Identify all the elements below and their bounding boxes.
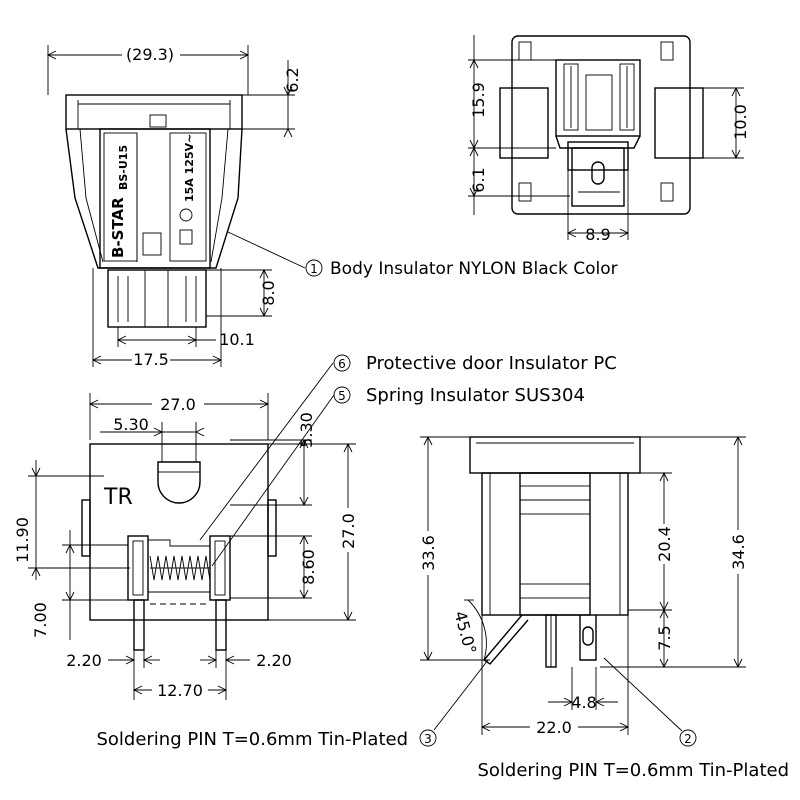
model-label: BS-U15 [117, 145, 130, 190]
dim-side-height: 10.0 [731, 104, 750, 140]
callout-5-number: 5 [338, 389, 346, 403]
dim-side-total-height: 34.6 [729, 534, 748, 570]
dim-lower-height: 6.1 [469, 167, 488, 192]
callout-1-text: Body Insulator NYLON Black Color [330, 259, 618, 279]
dim-pin-left: 2.20 [66, 651, 102, 670]
dim-side-lower-height: 7.5 [655, 625, 674, 650]
outer-frame [511, 35, 691, 215]
callout-1-number: 1 [310, 262, 318, 276]
dim-spring-height: 8.60 [299, 549, 318, 585]
dim-pin-offset: 7.00 [31, 602, 50, 638]
tr-mark: TR [103, 485, 133, 510]
front-body [89, 443, 269, 621]
ul-mark-icon [179, 229, 193, 245]
dim-door-height: 5.30 [297, 412, 316, 448]
dim-side-pin-width: 4.8 [571, 693, 596, 712]
callout-2-text: Soldering PIN T=0.6mm Tin-Plated [477, 760, 789, 781]
callout-3-text: Soldering PIN T=0.6mm Tin-Plated [96, 729, 408, 750]
dim-front-width: 27.0 [160, 395, 196, 414]
callout-6: 6 Protective door Insulator PC [199, 353, 617, 541]
top-right-view: 15.9 6.1 10.0 8.9 [468, 35, 750, 244]
dim-left-height: 11.90 [13, 517, 32, 563]
rating-label: 15A 125V~ [183, 134, 196, 202]
brand-label: B-STAR [109, 197, 127, 258]
callout-2-number: 2 [684, 732, 692, 746]
dim-side-base-width: 22.0 [536, 718, 572, 737]
callout-1: 1 Body Insulator NYLON Black Color [227, 231, 618, 279]
dim-door-width: 5.30 [113, 415, 149, 434]
certification-mark-icon [179, 208, 193, 222]
dim-side-upper-height: 20.4 [655, 526, 674, 562]
side-top-cap [469, 436, 641, 474]
body-outline [65, 128, 243, 269]
dim-base-width: 17.5 [133, 350, 169, 369]
front-view: 27.0 5.30 TR 5.30 [13, 393, 358, 700]
top-left-view: (29.3) B-STAR BS-U15 15A 125V~ [46, 45, 302, 369]
dim-side-body-height: 33.6 [419, 535, 438, 571]
dim-pin-span: 12.70 [157, 681, 203, 700]
callout-5: 5 Spring Insulator SUS304 [211, 385, 585, 567]
dim-front-height: 27.0 [339, 513, 358, 549]
pin-block [107, 269, 207, 328]
callout-3-number: 3 [424, 732, 432, 746]
dim-contact-width: 8.9 [585, 225, 610, 244]
side-body [481, 472, 629, 616]
dim-side-angle: 45.0° [450, 609, 480, 656]
dim-top-left-width: (29.3) [126, 45, 174, 64]
dim-pin-height: 8.0 [259, 280, 278, 305]
side-view: 33.6 34.6 20.4 7.5 45.0° 4.8 [419, 435, 748, 737]
callout-6-number: 6 [338, 357, 346, 371]
callout-6-text: Protective door Insulator PC [366, 353, 617, 374]
callout-5-text: Spring Insulator SUS304 [366, 385, 585, 406]
callout-3: 3 Soldering PIN T=0.6mm Tin-Plated [96, 659, 489, 750]
dim-upper-height: 15.9 [469, 82, 488, 118]
callout-2: 2 Soldering PIN T=0.6mm Tin-Plated [477, 657, 789, 781]
dim-top-height: 6.2 [283, 67, 302, 92]
dim-pin-right: 2.20 [256, 651, 292, 670]
dim-pin-width: 10.1 [219, 330, 255, 349]
top-cap [65, 94, 243, 130]
